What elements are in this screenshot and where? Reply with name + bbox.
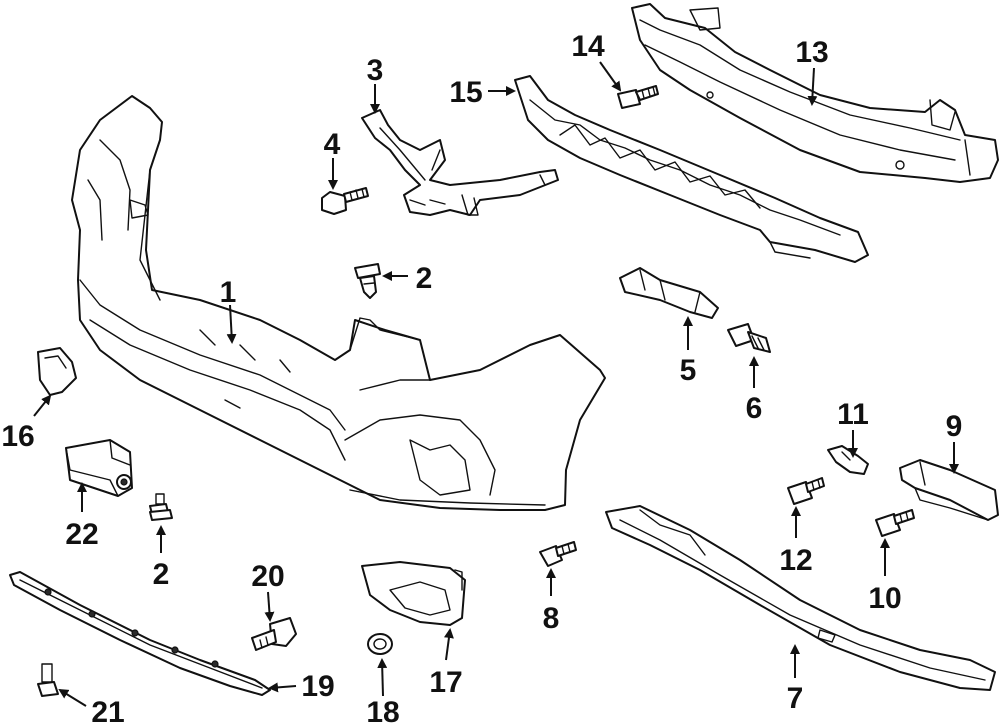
callout-14: 14 bbox=[571, 30, 605, 63]
part-12-bolt bbox=[787, 477, 825, 505]
callout-22: 22 bbox=[65, 518, 98, 551]
callout-labels: 1 2 2 3 4 5 6 7 8 9 10 11 12 13 14 15 16… bbox=[1, 30, 962, 726]
leader-17 bbox=[443, 628, 454, 661]
leader-16 bbox=[33, 394, 52, 417]
callout-16: 16 bbox=[1, 420, 34, 453]
callout-8: 8 bbox=[543, 602, 560, 635]
part-19-lower-strip bbox=[9, 571, 271, 696]
part-3-bracket bbox=[361, 109, 559, 216]
leader-1 bbox=[226, 304, 237, 344]
callout-19: 19 bbox=[301, 670, 334, 703]
callout-18: 18 bbox=[366, 696, 399, 726]
part-2-clip-lower bbox=[149, 493, 173, 521]
leader-lines bbox=[33, 61, 959, 707]
callout-6: 6 bbox=[746, 392, 763, 425]
callout-11: 11 bbox=[837, 398, 869, 431]
callout-21: 21 bbox=[91, 696, 124, 726]
part-7-deflector bbox=[605, 505, 996, 691]
callout-5: 5 bbox=[680, 354, 697, 387]
part-11-clip bbox=[827, 445, 869, 475]
part-2-clip-upper bbox=[354, 263, 381, 299]
callout-12: 12 bbox=[779, 544, 812, 577]
leader-14 bbox=[599, 61, 622, 92]
part-10-bolt bbox=[875, 509, 915, 537]
part-16-cover bbox=[37, 347, 77, 396]
leader-19 bbox=[268, 682, 297, 693]
callout-1: 1 bbox=[220, 276, 237, 309]
part-15-absorber bbox=[514, 75, 869, 263]
callout-2a: 2 bbox=[416, 262, 433, 295]
part-22-sensor bbox=[65, 439, 133, 497]
callout-17: 17 bbox=[429, 666, 462, 699]
callout-2b: 2 bbox=[153, 558, 170, 591]
callout-9: 9 bbox=[946, 410, 963, 443]
part-9-side-bracket bbox=[899, 459, 999, 521]
part-8-bolt bbox=[539, 541, 577, 567]
part-4-bolt bbox=[321, 187, 369, 215]
part-17-bezel bbox=[361, 561, 466, 626]
callout-10: 10 bbox=[868, 582, 901, 615]
callout-3: 3 bbox=[367, 54, 384, 87]
part-20-clip bbox=[251, 617, 297, 651]
callout-15: 15 bbox=[449, 76, 482, 109]
leader-21 bbox=[58, 688, 87, 707]
callout-13: 13 bbox=[795, 36, 828, 69]
part-6-bolt bbox=[727, 323, 771, 353]
part-21-clip bbox=[37, 663, 59, 697]
callout-4: 4 bbox=[324, 128, 341, 161]
part-1-bumper-cover bbox=[71, 95, 606, 511]
part-14-bolt bbox=[617, 85, 659, 109]
part-13-reinforcement bbox=[631, 3, 999, 183]
leader-13 bbox=[807, 67, 818, 106]
leader-20 bbox=[264, 591, 275, 622]
part-5-bracket bbox=[619, 267, 719, 319]
leader-18 bbox=[377, 658, 388, 697]
part-18-grommet bbox=[367, 633, 393, 655]
callout-7: 7 bbox=[787, 682, 804, 715]
callout-20: 20 bbox=[251, 560, 284, 593]
